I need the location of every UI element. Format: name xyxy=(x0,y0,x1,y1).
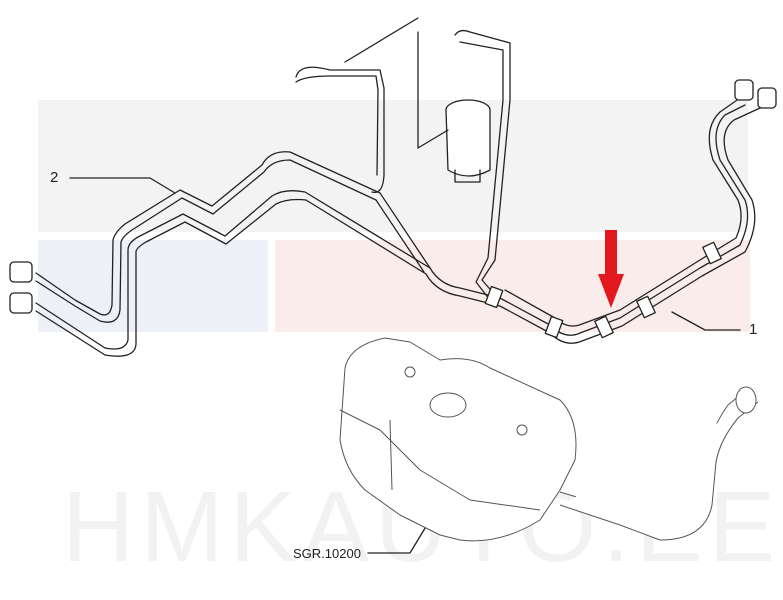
pipe-2-lower xyxy=(35,190,501,350)
highlight-arrow xyxy=(598,230,624,308)
callout-1-label: 1 xyxy=(749,321,758,338)
leader-line-tank xyxy=(367,519,431,554)
fuel-tank xyxy=(339,337,759,542)
pipe-1-bundle-a xyxy=(499,104,749,336)
callout-2-label: 2 xyxy=(50,169,59,186)
pipe-2-upper xyxy=(35,151,431,316)
leader-line-2 xyxy=(69,177,176,194)
watermark-gray-block xyxy=(38,100,748,232)
leader-line-1 xyxy=(671,311,741,331)
watermark-blue-block xyxy=(38,240,268,332)
callout-tank-label: SGR.10200 xyxy=(293,546,361,561)
